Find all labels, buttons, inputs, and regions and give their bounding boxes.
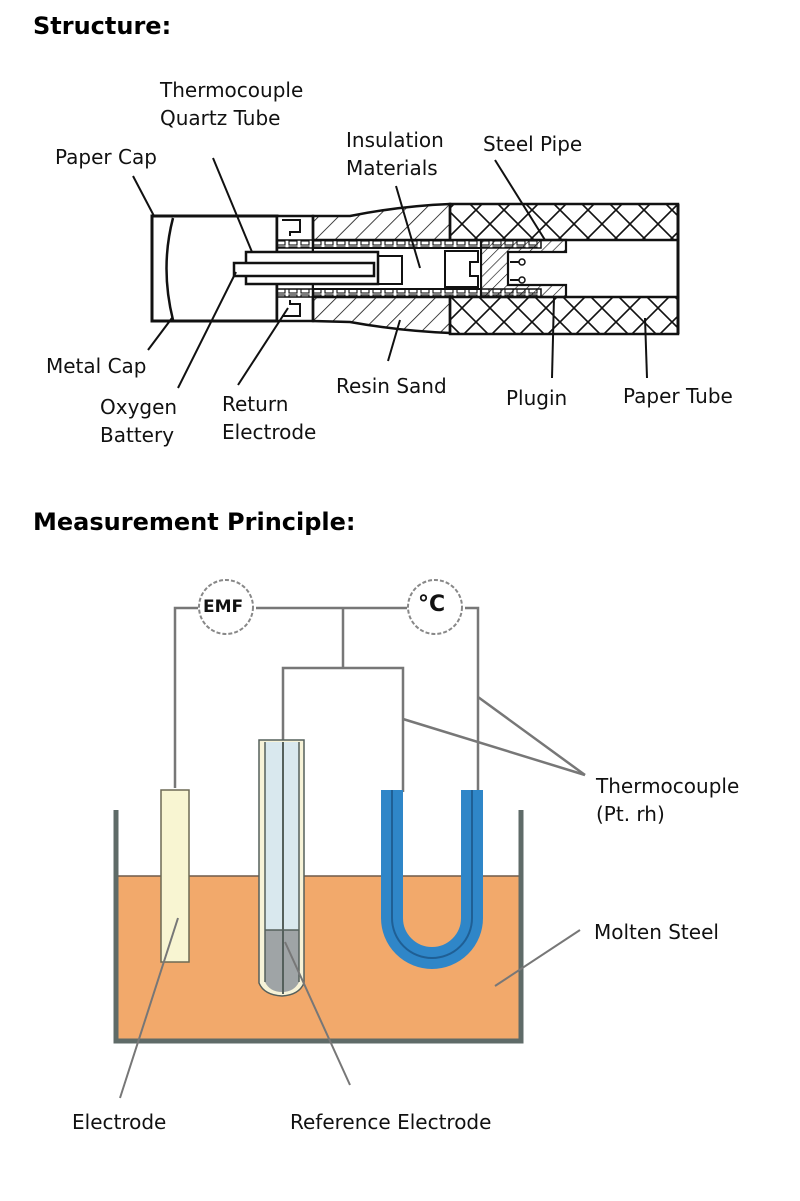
resin-sand-body: [311, 202, 452, 335]
thermocouple-u-tube: [381, 790, 483, 969]
label-oxygen-battery-line1: Oxygen: [100, 395, 178, 419]
paper-tube-body: [448, 202, 680, 336]
oxygen-battery: [232, 261, 376, 278]
temperature-gauge: [407, 579, 463, 635]
label-oxygen-battery-line2: Battery: [100, 423, 175, 447]
label-molten-steel: Molten Steel: [594, 920, 719, 944]
label-electrode: Electrode: [72, 1110, 167, 1134]
oxygen-probe-structure-diagram: [132, 157, 680, 389]
label-plugin: Plugin: [506, 386, 568, 410]
label-thermocouple-quartz-tube-line1: Thermocouple: [160, 78, 304, 102]
label-steel-pipe: Steel Pipe: [483, 132, 583, 156]
electrode: [160, 789, 190, 963]
label-reference-electrode: Reference Electrode: [290, 1110, 492, 1134]
label-insulation-materials-line2: Materials: [346, 156, 438, 180]
label-metal-cap: Metal Cap: [46, 354, 147, 378]
label-return-electrode-line2: Electrode: [222, 420, 317, 444]
label-paper-tube: Paper Tube: [623, 384, 733, 408]
principle-leader-lines: [119, 917, 581, 1099]
emf-gauge-label: EMF: [203, 597, 244, 617]
plugin: [479, 238, 568, 299]
label-return-electrode-line1: Return: [222, 392, 289, 416]
label-thermocouple-line2: (Pt. rh): [596, 802, 665, 826]
label-resin-sand: Resin Sand: [336, 374, 447, 398]
label-paper-cap: Paper Cap: [55, 145, 157, 169]
label-thermocouple-quartz-tube-line2: Quartz Tube: [160, 106, 281, 130]
emf-gauge: [198, 579, 254, 635]
structure-leader-lines: [132, 157, 648, 389]
principle-heading: Measurement Principle:: [33, 508, 356, 536]
structure-heading: Structure:: [33, 12, 172, 40]
label-insulation-materials-line1: Insulation: [346, 128, 444, 152]
circuit-wires: [173, 606, 586, 880]
reference-electrode: [258, 739, 305, 997]
label-thermocouple-line1: Thermocouple: [596, 774, 740, 798]
temperature-gauge-label: °C: [418, 592, 446, 617]
